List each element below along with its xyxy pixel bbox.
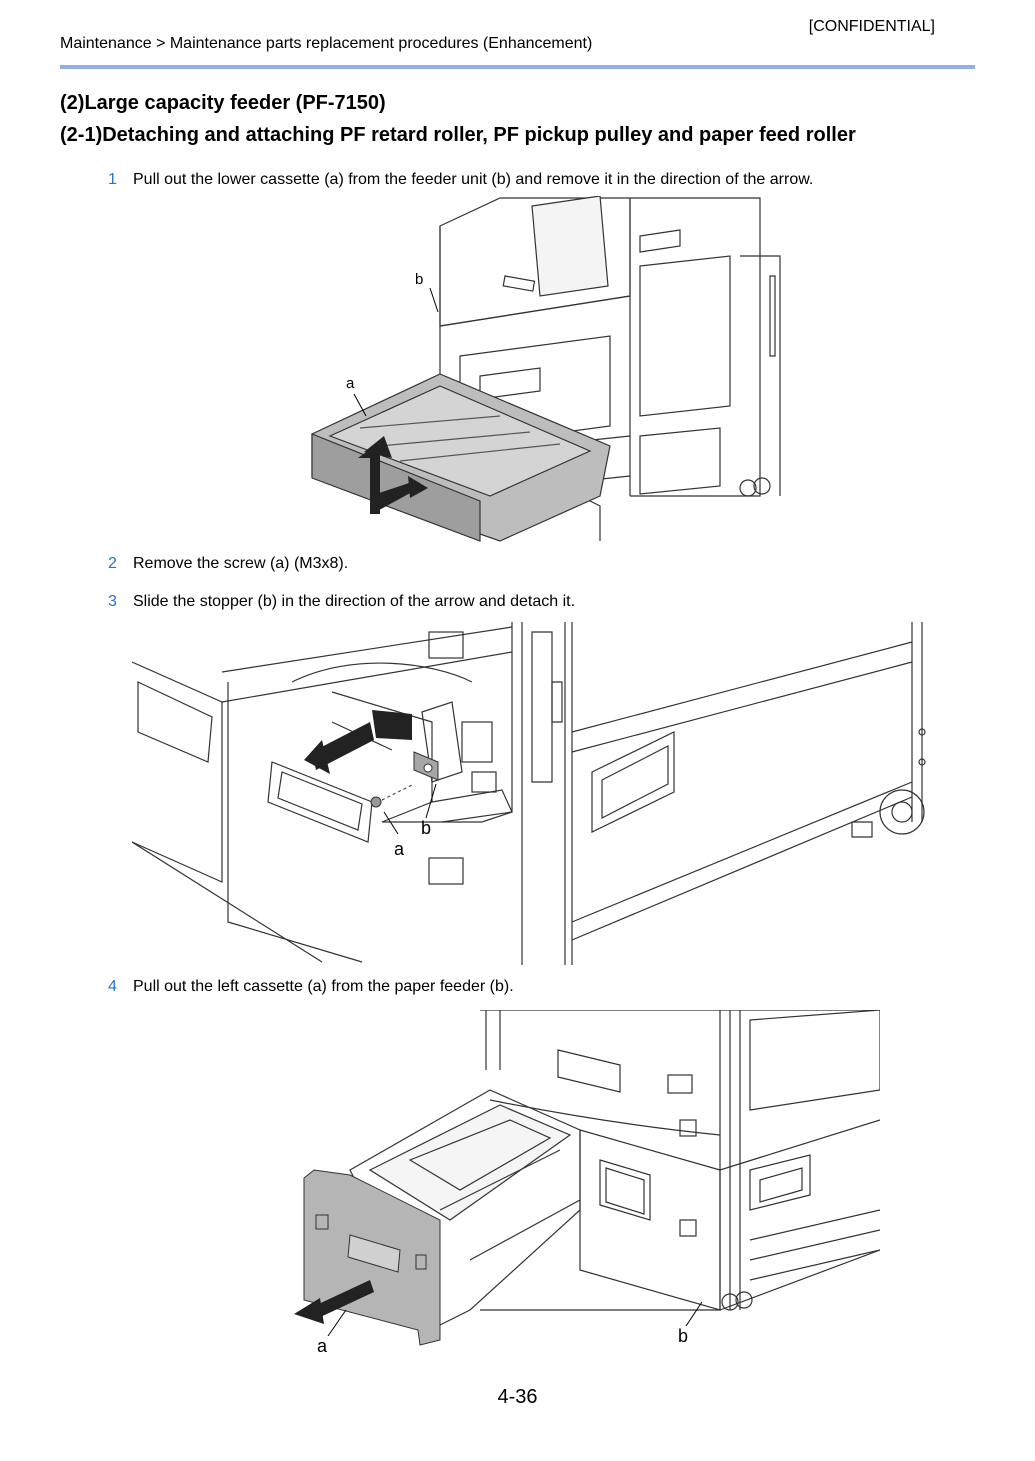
figure-3-drawing: a b <box>294 1010 880 1356</box>
page-number: 4-36 <box>497 1386 538 1408</box>
confidential-label: [CONFIDENTIAL] <box>808 18 935 35</box>
step-text: Pull out the lower cassette (a) from the… <box>133 171 814 188</box>
figure-2-label-b: b <box>421 818 431 838</box>
figure-1-label-a: a <box>346 375 355 392</box>
step-2: 2 Remove the screw (a) (M3x8). <box>108 555 348 573</box>
step-text: Pull out the left cassette (a) from the … <box>133 978 514 995</box>
figure-1-label-b: b <box>415 271 423 288</box>
header-divider <box>60 65 975 69</box>
step-number: 3 <box>108 593 117 610</box>
figure-3-label-a: a <box>317 1336 328 1356</box>
step-4: 4 Pull out the left cassette (a) from the… <box>108 978 514 996</box>
step-text: Slide the stopper (b) in the direction o… <box>133 593 576 610</box>
figure-3-label-b: b <box>678 1326 688 1346</box>
figure-2-label-a: a <box>394 839 405 859</box>
step-3: 3 Slide the stopper (b) in the direction … <box>108 593 575 611</box>
step-number: 4 <box>108 978 117 995</box>
breadcrumb: Maintenance > Maintenance parts replacem… <box>60 35 593 52</box>
step-number: 2 <box>108 555 117 572</box>
figure-2-drawing: a b <box>132 622 926 965</box>
subsection-title: (2-1)Detaching and attaching PF retard r… <box>60 124 856 146</box>
step-1: 1 Pull out the lower cassette (a) from th… <box>108 171 813 189</box>
step-text: Remove the screw (a) (M3x8). <box>133 555 349 572</box>
figure-left-cassette-removal: a b <box>290 1010 880 1360</box>
figure-lower-cassette-removal: b a <box>300 196 800 544</box>
section-title: (2)Large capacity feeder (PF-7150) <box>60 92 386 114</box>
figure-stopper-removal: a b <box>132 622 940 965</box>
figure-1-drawing: b a <box>311 196 781 542</box>
step-number: 1 <box>108 171 117 188</box>
